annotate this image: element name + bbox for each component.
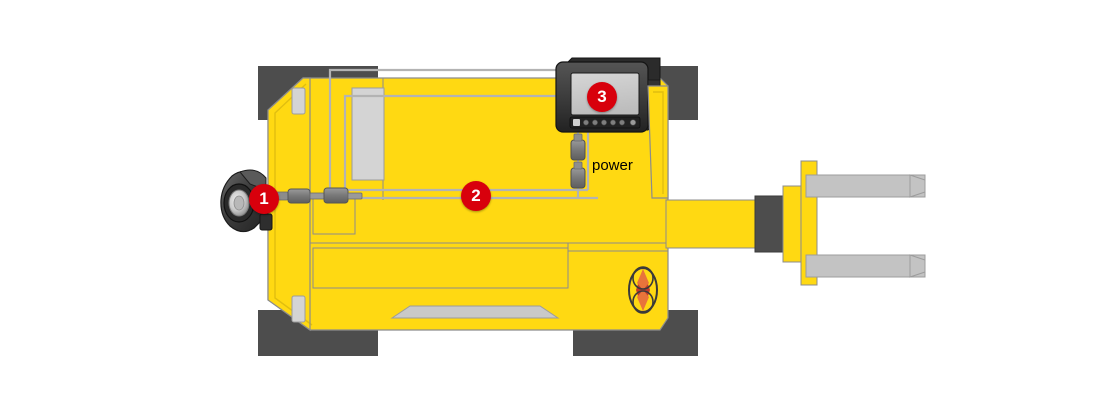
fork-tine-lower-tip (909, 254, 926, 278)
door-handle-bottom (291, 295, 306, 323)
power-label: power (592, 157, 633, 174)
fork-tine-upper-tip (909, 174, 926, 198)
telescopic-boom (665, 185, 804, 263)
fork-tine-lower (805, 254, 926, 278)
fork-carriage (800, 160, 926, 286)
manufacturer-emblem (628, 266, 658, 314)
cable-outer-path (328, 68, 620, 198)
cab-window-panel (351, 87, 385, 181)
fork-tine-upper (805, 174, 926, 198)
boom-collar (782, 185, 804, 263)
camera-lens-inner (233, 195, 245, 211)
boom-section-main (665, 199, 765, 249)
cab-panels (291, 87, 669, 323)
power-connector (570, 133, 586, 189)
cab-rear-pillar (647, 85, 669, 199)
monitor-buttons[interactable] (573, 119, 637, 126)
cab-front-slant (267, 77, 311, 332)
cab-rear-pillar-highlight (653, 91, 664, 194)
callout-badge-3[interactable]: 3 (587, 82, 617, 112)
door-handle-top (291, 87, 306, 115)
callout-badge-1[interactable]: 1 (249, 184, 279, 214)
step-pad (390, 305, 560, 319)
boom-section-outer (754, 195, 786, 253)
callout-badge-2[interactable]: 2 (461, 181, 491, 211)
body-lower-recess (312, 247, 569, 289)
cable-inner-path (343, 94, 612, 198)
camera-mount (259, 213, 273, 231)
